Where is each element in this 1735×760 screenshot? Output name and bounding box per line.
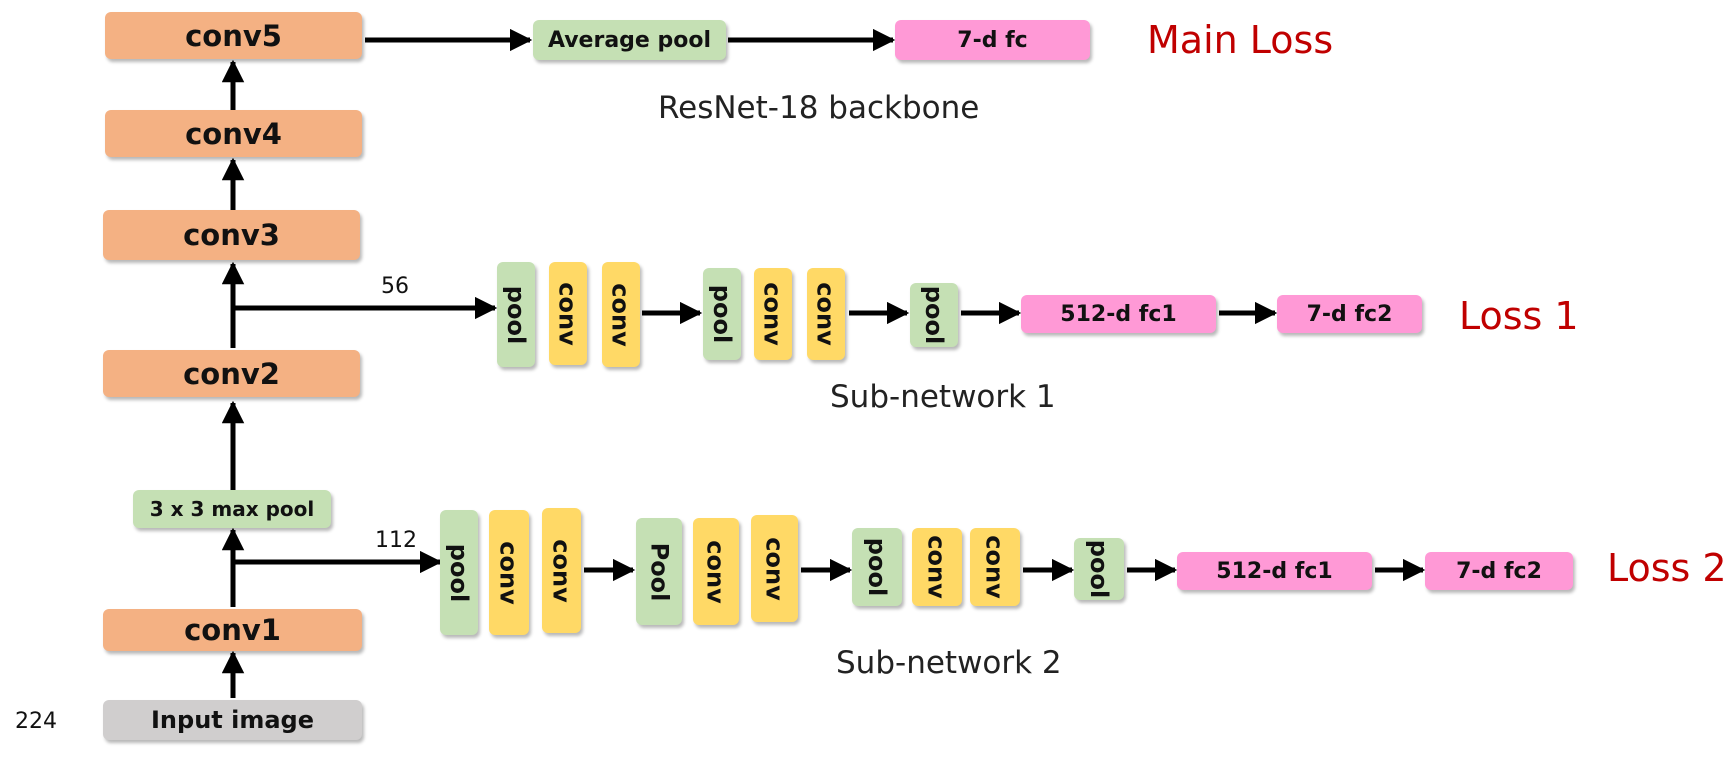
conv4-label: conv4 [185, 116, 282, 151]
sub1-fc2-label: 7-d fc2 [1306, 301, 1393, 327]
sub2-pool4-label: pool [1085, 539, 1114, 599]
max-pool-label: 3 x 3 max pool [149, 497, 315, 521]
conv5-block: conv5 [105, 12, 362, 59]
conv5-label: conv5 [185, 18, 282, 53]
sub2-conv3b-block: conv [970, 528, 1020, 606]
sub2-conv3b-label: conv [981, 535, 1010, 599]
sub2-pool3-block: pool [852, 528, 902, 606]
sub2-pool1-label: pool [445, 543, 474, 602]
conv1-block: conv1 [103, 609, 362, 651]
sub1-pool1-block: pool [497, 262, 535, 367]
conv2-label: conv2 [183, 356, 280, 391]
sub2-conv2a-label: conv [702, 539, 731, 604]
sub2-pool3-label: pool [863, 537, 892, 597]
sub1-pool1-label: pool [502, 285, 531, 344]
sub2-conv2b-label: conv [760, 536, 789, 601]
sub-network-2-caption: Sub-network 2 [836, 645, 1062, 681]
conv3-label: conv3 [183, 218, 280, 252]
sub1-branch-size-label: 56 [381, 274, 409, 299]
input-image-label: Input image [151, 706, 314, 734]
sub2-pool2-block: Pool [636, 518, 682, 625]
average-pool-block: Average pool [533, 20, 726, 60]
sub2-conv1a-block: conv [489, 510, 529, 635]
sub2-conv2a-block: conv [693, 518, 739, 625]
conv2-block: conv2 [103, 350, 360, 397]
loss1-label: Loss 1 [1459, 294, 1579, 338]
sub1-pool2-block: pool [703, 268, 741, 360]
loss2-label: Loss 2 [1607, 546, 1727, 590]
sub1-conv2b-block: conv [807, 268, 845, 360]
conv4-block: conv4 [105, 110, 362, 157]
sub2-conv1a-label: conv [495, 540, 524, 605]
conv3-block: conv3 [103, 210, 360, 260]
sub1-fc1-label: 512-d fc1 [1060, 301, 1177, 327]
sub2-fc1-label: 512-d fc1 [1216, 558, 1333, 584]
max-pool-block: 3 x 3 max pool [133, 490, 331, 528]
sub2-conv1b-label: conv [547, 538, 576, 603]
average-pool-label: Average pool [547, 27, 712, 53]
sub1-fc1-block: 512-d fc1 [1021, 295, 1216, 333]
main-fc-block: 7-d fc [895, 20, 1090, 60]
sub1-conv1b-label: conv [607, 282, 636, 347]
main-fc-label: 7-d fc [957, 27, 1028, 53]
sub2-pool2-label: Pool [645, 542, 674, 601]
sub2-conv2b-block: conv [751, 515, 798, 622]
sub1-pool2-label: pool [708, 284, 737, 344]
sub1-pool3-block: pool [910, 283, 958, 347]
sub1-conv1a-block: conv [549, 262, 587, 365]
sub1-conv2a-block: conv [754, 268, 792, 360]
sub1-conv1b-block: conv [602, 262, 640, 367]
sub1-conv2a-label: conv [759, 282, 788, 346]
sub2-branch-size-label: 112 [375, 528, 417, 553]
sub1-fc2-block: 7-d fc2 [1277, 295, 1422, 333]
sub2-conv3a-label: conv [923, 535, 952, 599]
main-loss-label: Main Loss [1147, 18, 1334, 62]
input-image-block: Input image [103, 700, 362, 740]
sub1-conv2b-label: conv [812, 282, 841, 346]
sub2-fc2-label: 7-d fc2 [1456, 558, 1542, 584]
sub-network-1-caption: Sub-network 1 [830, 379, 1056, 415]
input-size-label: 224 [15, 709, 57, 734]
sub1-pool3-label: pool [920, 285, 949, 345]
sub2-pool4-block: pool [1074, 538, 1124, 600]
sub2-fc2-block: 7-d fc2 [1425, 552, 1573, 590]
backbone-caption: ResNet-18 backbone [658, 90, 980, 126]
conv1-label: conv1 [184, 613, 281, 647]
sub2-pool1-block: pool [440, 510, 478, 635]
sub1-conv1a-label: conv [554, 281, 583, 346]
sub2-conv1b-block: conv [542, 508, 581, 633]
sub2-fc1-block: 512-d fc1 [1177, 552, 1372, 590]
sub2-conv3a-block: conv [912, 528, 962, 606]
